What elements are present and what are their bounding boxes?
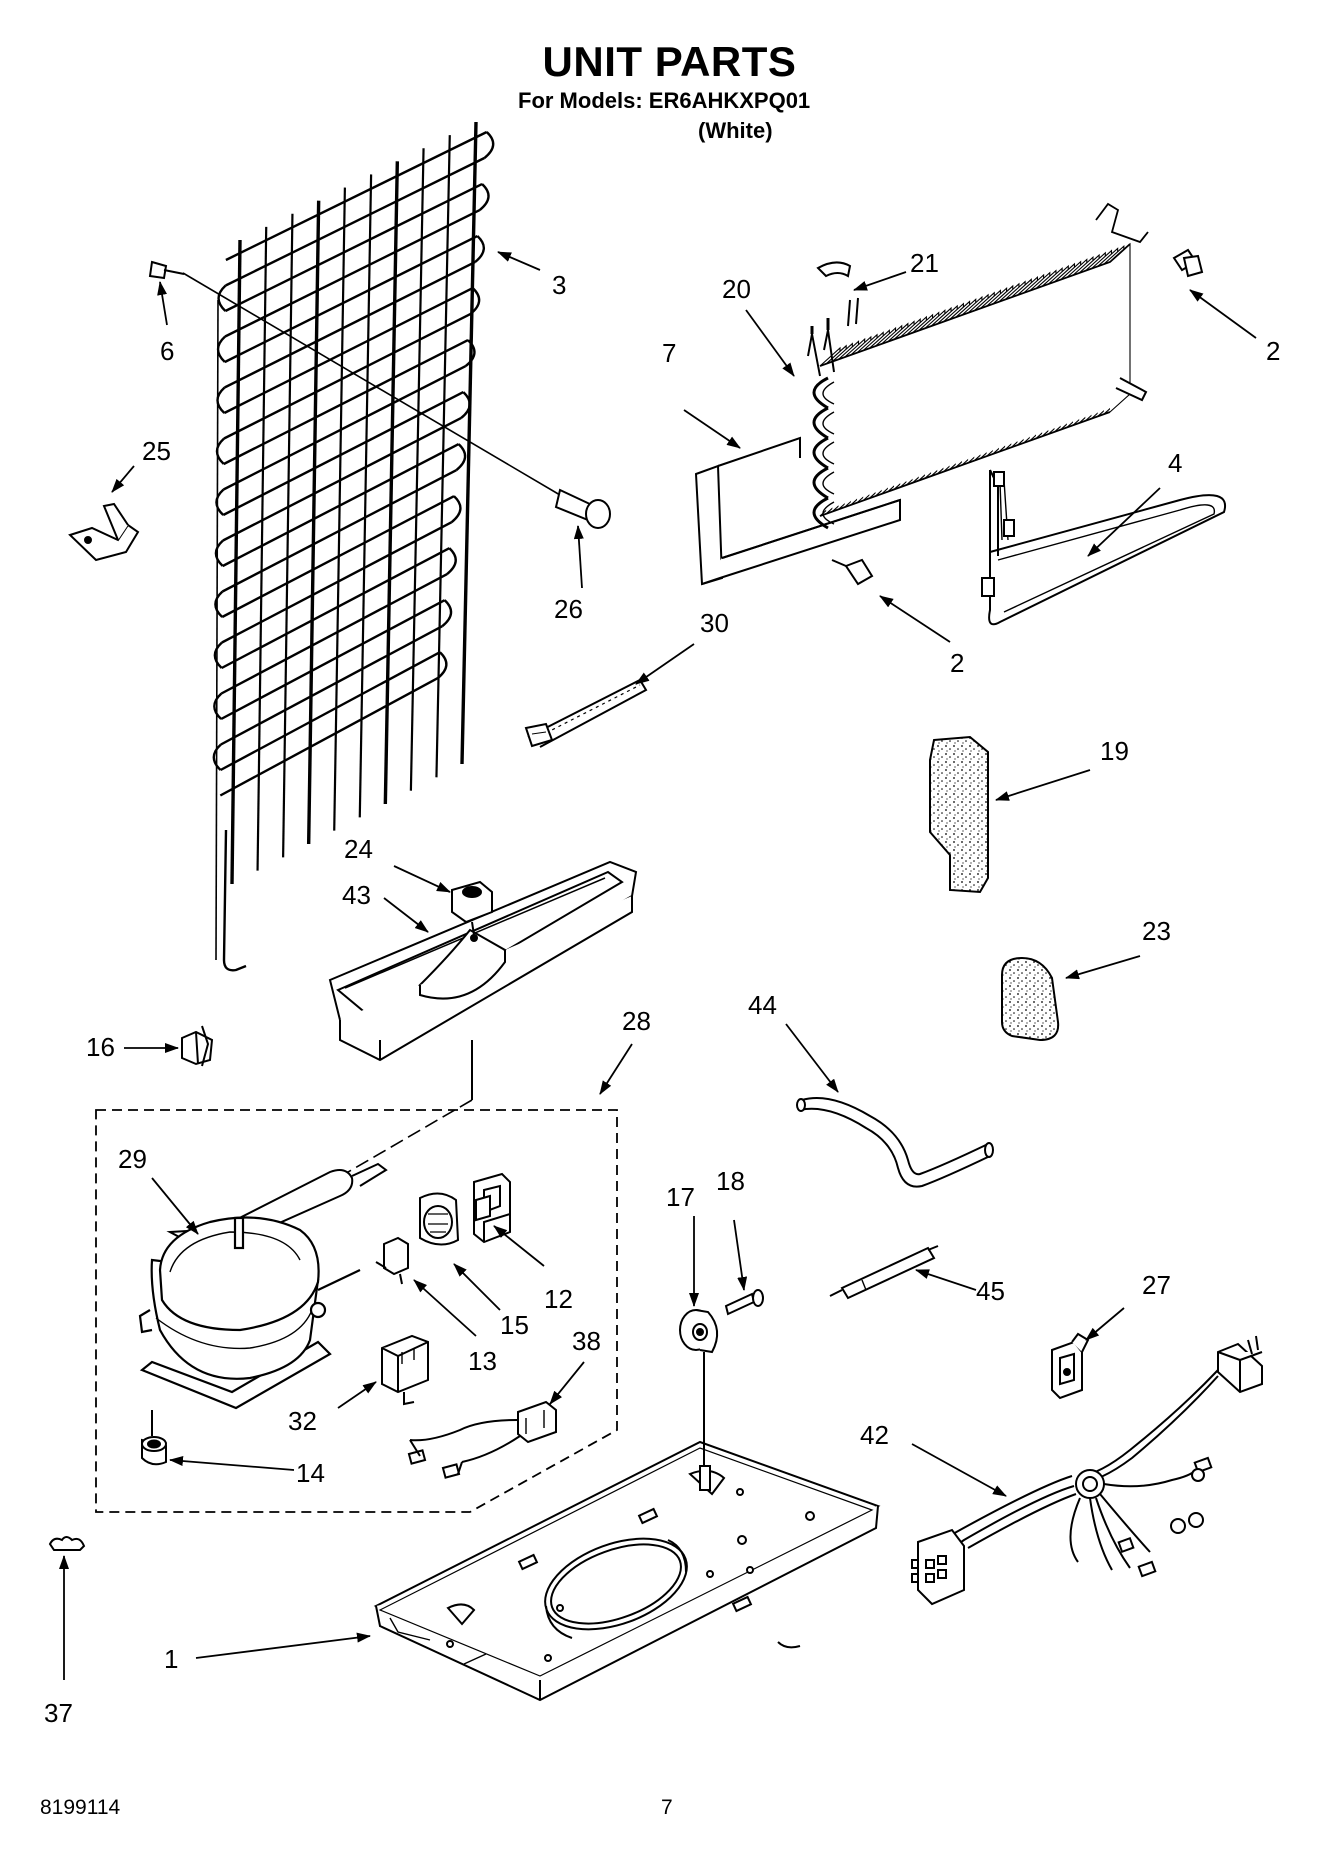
plug-26 xyxy=(554,488,611,529)
callout-27: 27 xyxy=(1142,1270,1171,1300)
clip-37 xyxy=(48,1536,86,1551)
clip-25 xyxy=(68,502,140,562)
grommet-14 xyxy=(141,1410,167,1466)
base-pan-1 xyxy=(373,1420,881,1702)
callout-12: 12 xyxy=(544,1284,573,1314)
page-title: UNIT PARTS xyxy=(542,38,797,85)
page-number: 7 xyxy=(661,1796,673,1819)
screw-6 xyxy=(148,260,185,280)
callout-16: 16 xyxy=(86,1032,115,1062)
callout-29: 29 xyxy=(118,1144,147,1174)
callout-32: 32 xyxy=(288,1406,317,1436)
callout-2a: 2 xyxy=(1266,336,1280,366)
evaporator xyxy=(694,202,1227,626)
callout-14: 14 xyxy=(296,1458,325,1488)
tube-45 xyxy=(829,1245,939,1300)
power-cord-42 xyxy=(911,1335,1263,1606)
screw-18 xyxy=(724,1289,764,1316)
callout-26: 26 xyxy=(554,594,583,624)
capacitor-32 xyxy=(381,1334,429,1406)
compressor xyxy=(138,1216,361,1410)
callout-3: 3 xyxy=(552,270,566,300)
callout-7: 7 xyxy=(662,338,676,368)
leader-lines xyxy=(59,251,1257,1680)
callout-18: 18 xyxy=(716,1166,745,1196)
models-line: For Models: ER6AHKXPQ01 xyxy=(518,88,811,113)
relay-12 xyxy=(473,1172,511,1244)
cable-tie-30 xyxy=(524,678,648,748)
callout-25: 25 xyxy=(142,436,171,466)
condenser-coil xyxy=(212,121,495,972)
callout-38: 38 xyxy=(572,1326,601,1356)
callout-30: 30 xyxy=(700,608,729,638)
wheel-17 xyxy=(679,1309,719,1420)
callout-43: 43 xyxy=(342,880,371,910)
foam-block-23 xyxy=(1001,956,1060,1042)
callout-37: 37 xyxy=(44,1698,73,1728)
callout-15: 15 xyxy=(500,1310,529,1340)
bracket-27 xyxy=(1051,1332,1090,1400)
callout-6: 6 xyxy=(160,336,174,366)
callout-44: 44 xyxy=(748,990,777,1020)
nut-24 xyxy=(451,880,493,942)
callout-24: 24 xyxy=(344,834,373,864)
callout-19: 19 xyxy=(1100,736,1129,766)
callout-42: 42 xyxy=(860,1420,889,1450)
callout-20: 20 xyxy=(722,274,751,304)
callout-28: 28 xyxy=(622,1006,651,1036)
callout-4: 4 xyxy=(1168,448,1182,478)
callout-17: 17 xyxy=(666,1182,695,1212)
callout-2b: 2 xyxy=(950,648,964,678)
drain-pan-43 xyxy=(328,860,638,1100)
callout-1: 1 xyxy=(164,1644,178,1674)
doc-number: 8199114 xyxy=(40,1796,121,1819)
callout-labels: 1 2 2 3 4 6 7 12 13 14 15 16 17 18 19 20… xyxy=(44,248,1280,1728)
color-line: (White) xyxy=(698,118,773,143)
leader-6-26 xyxy=(182,272,561,496)
overload-15 xyxy=(419,1192,460,1246)
compressor-kit-boundary xyxy=(95,1109,618,1513)
foam-block-19 xyxy=(929,735,989,894)
relay-13 xyxy=(375,1236,409,1285)
harness-38 xyxy=(407,1400,557,1479)
callout-21: 21 xyxy=(910,248,939,278)
callout-45: 45 xyxy=(976,1276,1005,1306)
tube-44 xyxy=(796,1097,994,1188)
callout-13: 13 xyxy=(468,1346,497,1376)
clip-16 xyxy=(181,1025,214,1067)
callout-23: 23 xyxy=(1142,916,1171,946)
